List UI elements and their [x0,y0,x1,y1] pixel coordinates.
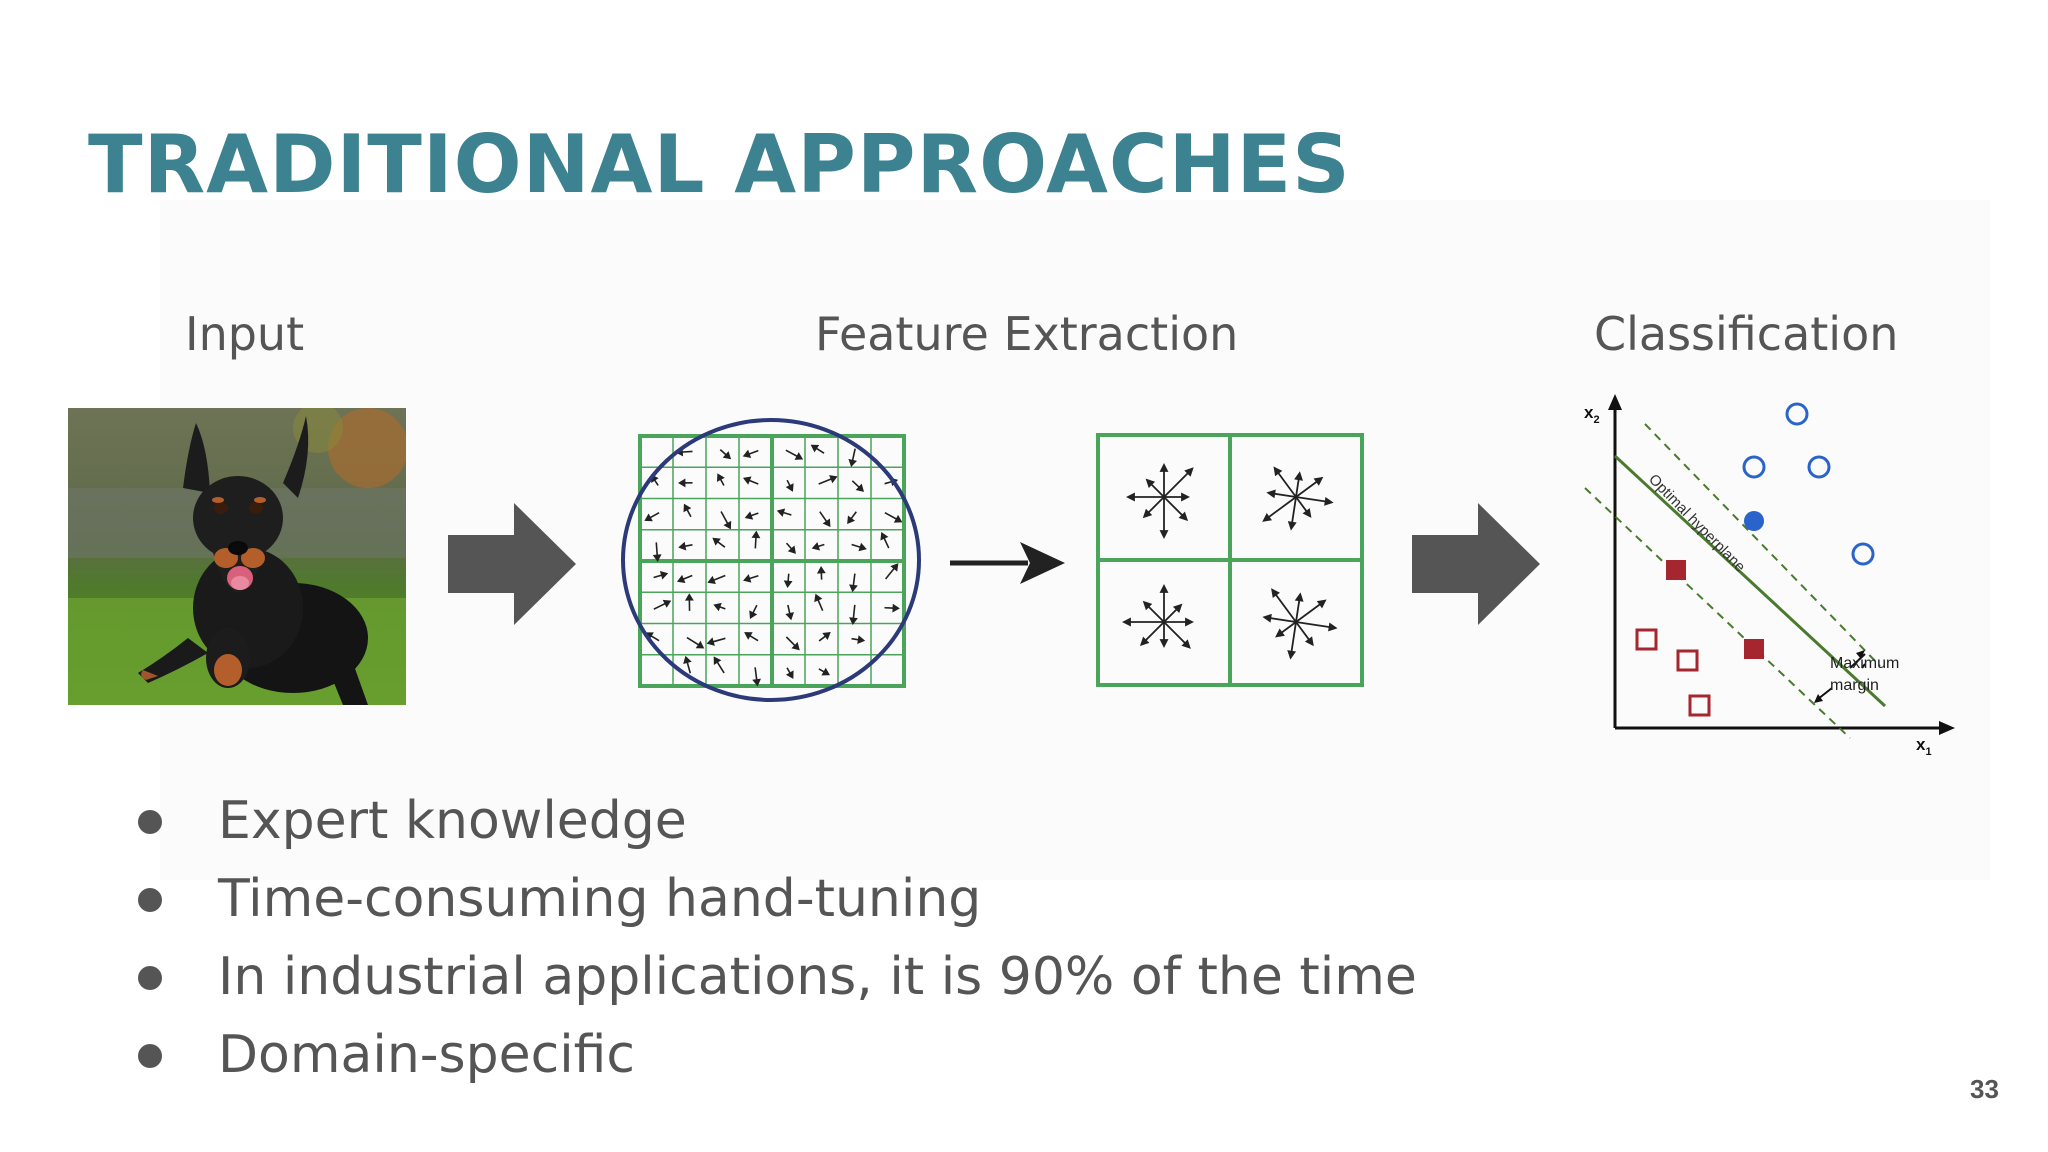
gradient-arrowhead [753,532,759,537]
gradient-arrowhead [718,475,723,481]
flow-arrow-2-icon [1412,503,1540,625]
bullet-dot-icon [138,1044,162,1068]
gradient-arrowhead [815,595,821,601]
gradient-arrowhead [678,576,684,582]
gradient-arrowhead [778,510,784,516]
orientation-arrowhead [1161,586,1167,592]
orientation-arrowhead [1296,473,1302,479]
orientation-arrowhead [1161,531,1167,537]
gradient-arrowhead [664,601,670,606]
gradient-arrowhead [686,595,692,600]
gradient-arrowhead [750,612,755,618]
gradient-arrowhead [881,533,886,539]
gradient-arrowhead [715,658,720,664]
gradient-arrowhead [708,639,714,645]
orientation-arrowhead [1325,499,1331,505]
gradient-arrowhead [858,637,863,643]
gradient-arrowhead [680,543,685,549]
bullet-item: Time-consuming hand-tuning [130,860,1417,938]
feature-extraction-label: Feature Extraction [815,307,1238,361]
orientation-arrowhead [1161,640,1167,646]
gradient-arrowhead [787,672,792,678]
gradient-arrowhead [787,485,792,491]
orientation-arrowhead [1329,624,1335,630]
gradient-arrowhead [697,642,703,647]
orientation-arrowhead [1268,491,1274,497]
gradient-arrowhead [787,613,793,619]
gradient-arrowhead [895,516,901,521]
flow-arrow-1-icon [448,503,576,625]
orientation-arrowhead [1186,619,1192,625]
gradient-arrowhead [823,669,829,674]
bullet-dot-icon [138,966,162,990]
gradient-arrowhead [684,505,689,511]
orientation-arrowhead [1264,615,1270,621]
gradient-arrowhead [661,572,667,578]
gradient-arrowhead [830,476,836,482]
svg-text:x2: x2 [1584,403,1600,426]
margin-label-line1: Maximum [1830,655,1899,672]
orientation-histogram-grid [1095,432,1367,688]
gradient-arrowhead [796,454,802,459]
orientation-arrowhead [1128,494,1134,500]
gradient-arrowhead [850,460,856,466]
gradient-arrowhead [746,513,752,519]
margin-label-line2: margin [1830,677,1879,694]
gradient-arrowhead [850,618,856,623]
input-label: Input [185,307,304,361]
gradient-arrowhead [824,520,829,526]
gradient-arrowhead [860,544,866,550]
orientation-arrowhead [1124,619,1130,625]
bullet-item: Expert knowledge [130,782,1417,860]
dog-photo [68,408,406,705]
gradient-arrowhead [812,446,818,451]
orientation-arrowhead [1289,651,1295,657]
gradient-arrowhead [893,605,898,611]
gradient-arrowhead [680,480,685,486]
gradient-arrowhead [785,581,791,586]
gradient-arrowhead [818,568,824,573]
gradient-arrowhead [745,576,751,582]
gradient-arrowhead [744,451,750,457]
orientation-arrowhead [1296,594,1302,600]
bullet-dot-icon [138,888,162,912]
svm-classification-plot: x2 x1 Optimal hyperplane Ma [1570,388,1960,760]
hog-gradient-grid [618,415,923,705]
gradient-arrowhead [744,478,750,484]
gradient-arrowhead [715,604,721,610]
svg-text:x1: x1 [1916,735,1932,758]
bullet-item: Domain-specific [130,1016,1417,1094]
gradient-arrowhead [813,544,819,550]
gradient-arrowhead [725,522,730,528]
bullet-dot-icon [138,810,162,834]
orientation-arrowhead [1161,465,1167,471]
gradient-arrowhead [745,633,751,638]
classification-label: Classification [1594,307,1898,361]
feature-arrow-icon [950,538,1065,588]
bullet-list: Expert knowledge Time-consuming hand-tun… [130,782,1417,1094]
bullet-item: In industrial applications, it is 90% of… [130,938,1417,1016]
gradient-arrowhead [709,577,715,583]
gradient-arrowhead [850,585,856,590]
lower-margin-line [1585,488,1850,738]
slide-title: TRADITIONAL APPROACHES [88,118,1351,211]
page-number: 33 [1970,1074,1999,1105]
gradient-arrowhead [646,515,652,520]
orientation-arrowhead [1289,522,1295,528]
gradient-arrowhead [684,657,690,663]
orientation-arrowhead [1182,494,1188,500]
